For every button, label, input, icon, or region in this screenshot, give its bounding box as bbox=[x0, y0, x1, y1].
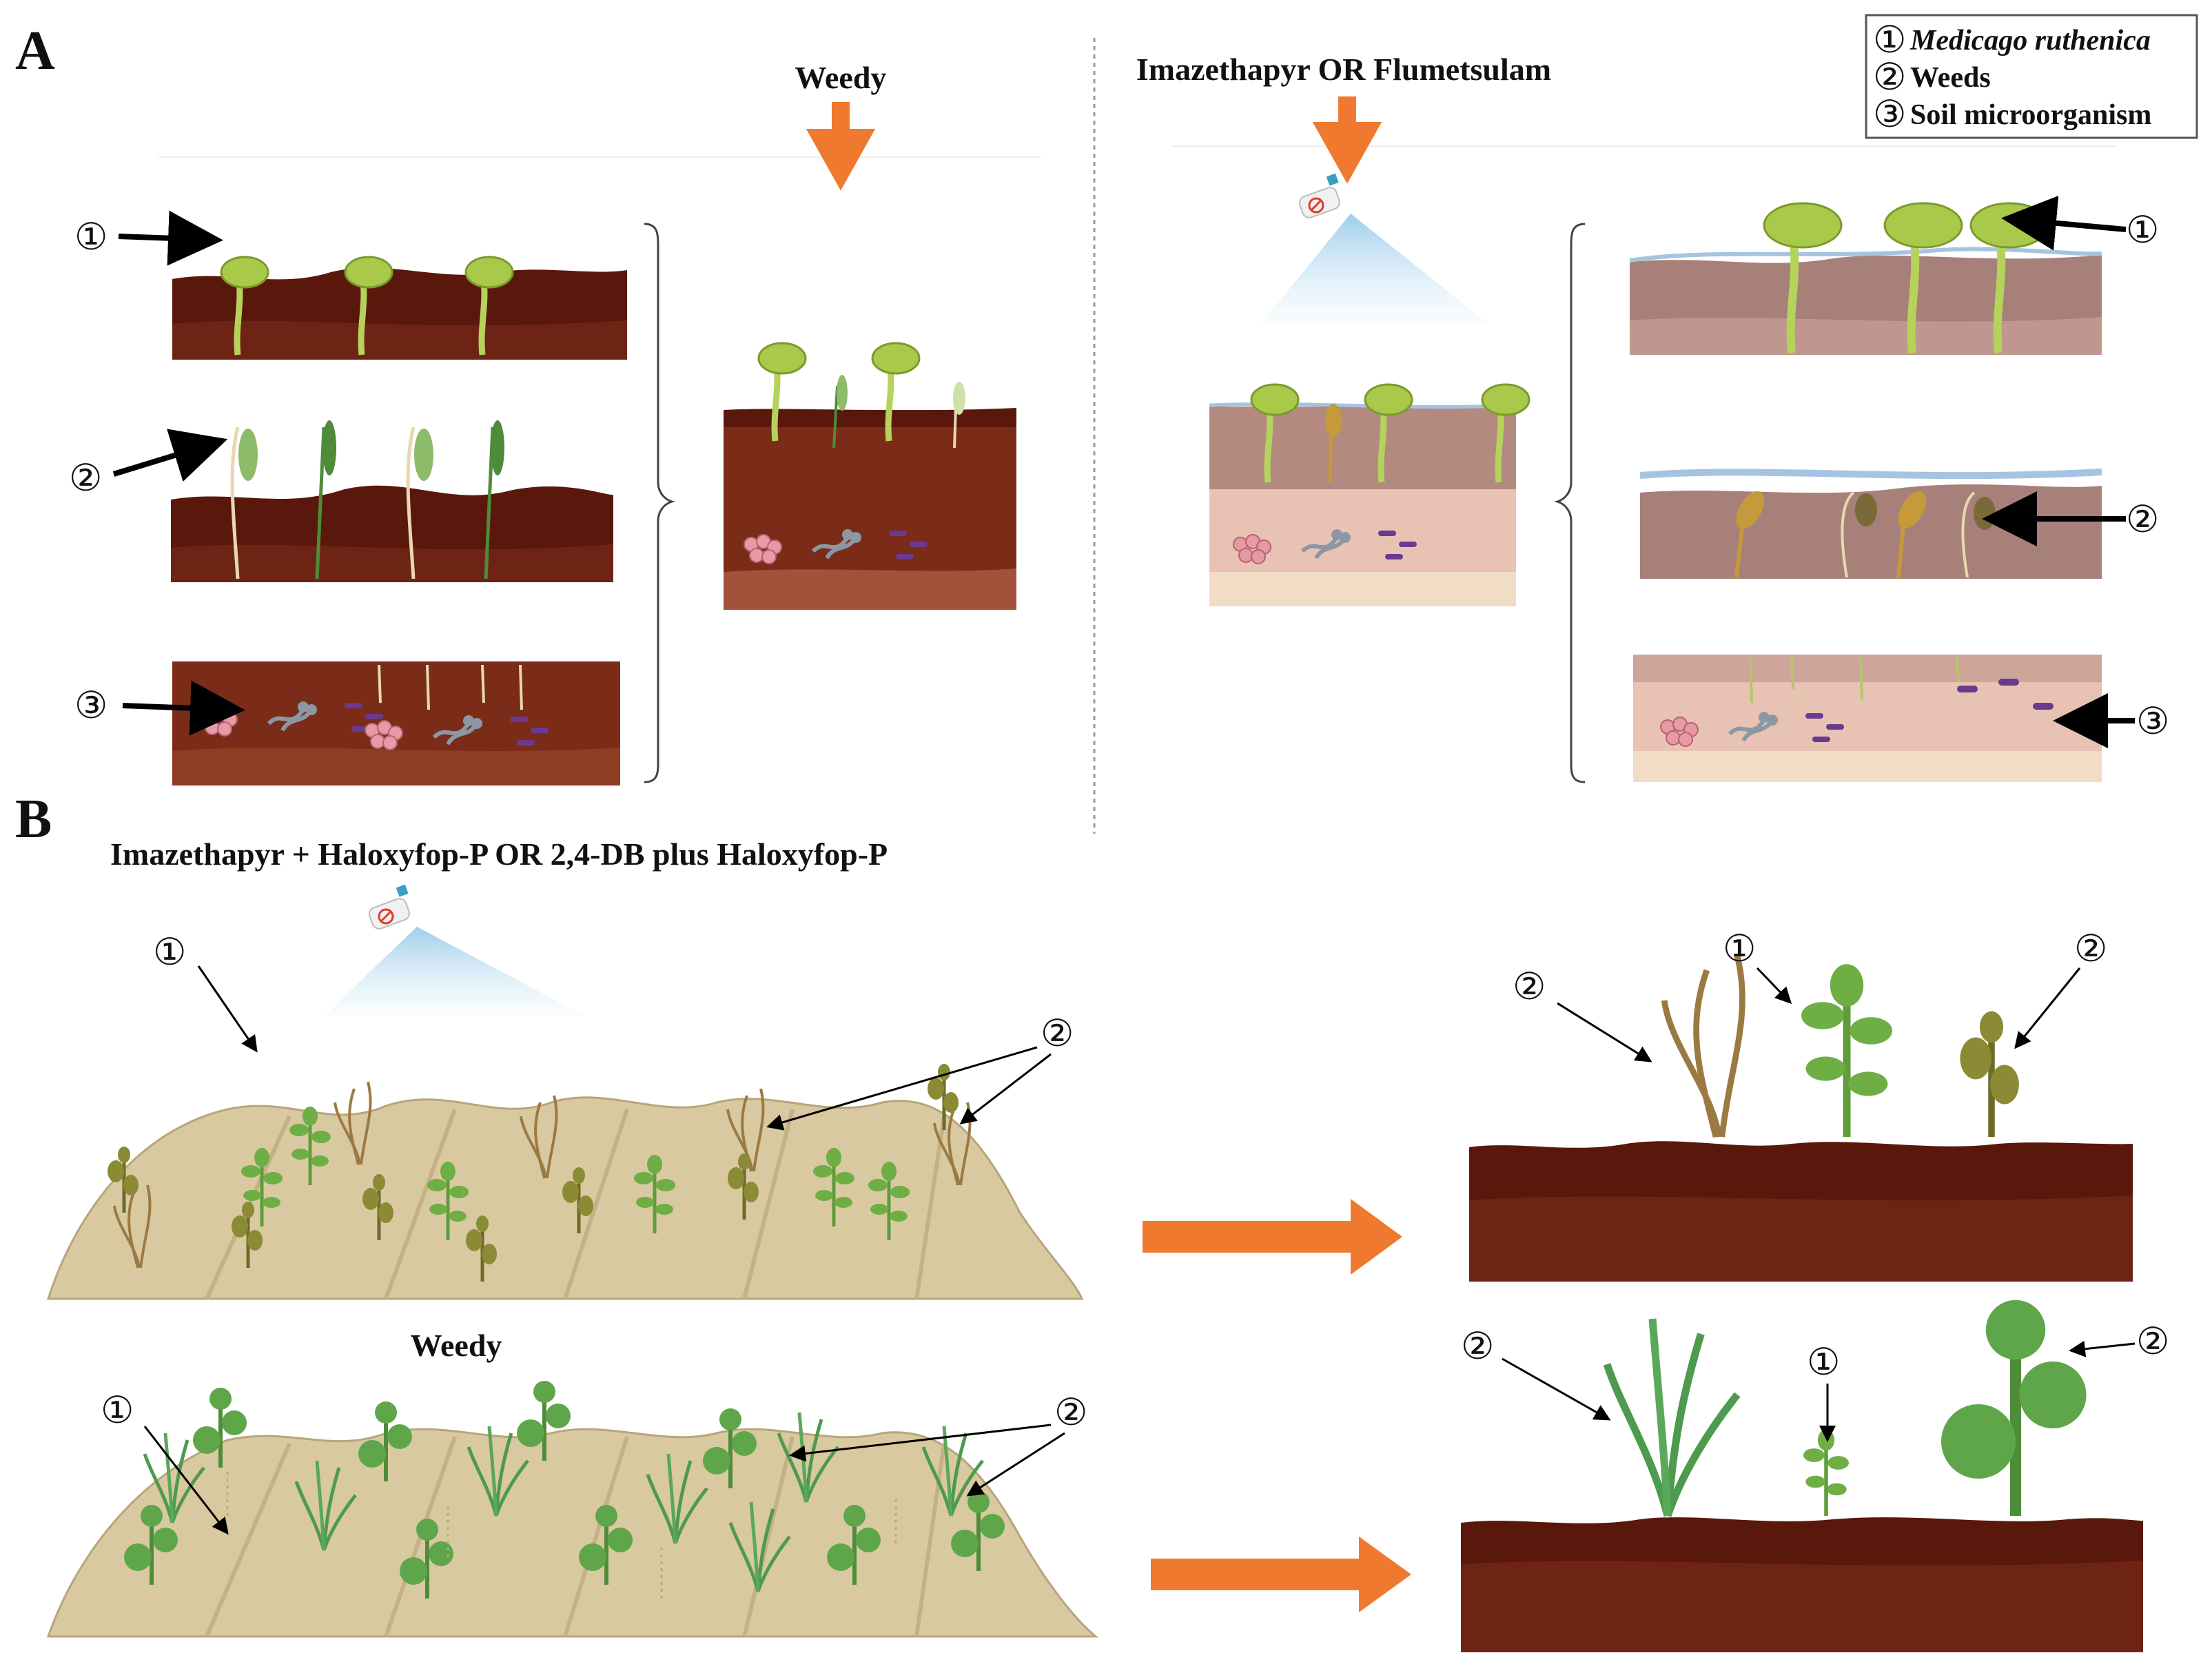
marker-c6: ② bbox=[2136, 1321, 2169, 1362]
legend-text-microorganism: Soil microorganism bbox=[1910, 99, 2151, 131]
marker-c4: ② bbox=[1461, 1326, 1494, 1367]
spray-bottle-b bbox=[324, 883, 586, 1016]
soil-block-treated-seedlings bbox=[1629, 203, 2102, 355]
herbicide-title-a: Imazethapyr OR Flumetsulam bbox=[1136, 52, 1551, 87]
annotation-b-weedy-1: ① bbox=[101, 1390, 229, 1535]
weedy-title-a: Weedy bbox=[795, 60, 887, 95]
annotation-b-treated-1: ① bbox=[153, 932, 258, 1053]
marker-a3: ③ bbox=[74, 685, 107, 726]
marker-a6: ③ bbox=[2136, 701, 2169, 742]
soil-block-treated-microbes bbox=[1633, 655, 2102, 782]
legend-item-microorganism: ③ Soil microorganism bbox=[1873, 94, 2151, 135]
herbicide-title-b: Imazethapyr + Haloxyfop-P OR 2,4-DB plus… bbox=[110, 836, 888, 872]
field-weedy bbox=[46, 1381, 1099, 1638]
marker-c1: ② bbox=[1513, 966, 1546, 1007]
right-arrow-treated bbox=[1143, 1199, 1402, 1275]
down-arrow-weedy bbox=[806, 102, 876, 191]
result-weedy bbox=[1461, 1300, 2143, 1652]
brace-left bbox=[644, 223, 676, 783]
legend-item-medicago: ① Medicago ruthenica bbox=[1873, 19, 2151, 61]
soil-block-weedy-combined bbox=[724, 343, 1016, 610]
legend-marker-1: ① bbox=[1873, 19, 1906, 61]
annotation-a-right-2: ② bbox=[1982, 491, 2159, 546]
annotation-a-left-2: ② bbox=[69, 429, 228, 499]
result-treated bbox=[1469, 955, 2133, 1282]
legend-marker-3: ③ bbox=[1873, 94, 1906, 135]
marker-c5: ① bbox=[1807, 1342, 1840, 1383]
annotation-b-weedy-2: ② bbox=[789, 1392, 1087, 1497]
annotation-a-left-3: ③ bbox=[74, 680, 245, 736]
marker-b3: ① bbox=[101, 1390, 134, 1431]
marker-c2: ① bbox=[1723, 928, 1756, 969]
soil-block-microbes bbox=[172, 661, 620, 785]
soil-block-treated-weeds bbox=[1639, 469, 2102, 579]
marker-c3: ② bbox=[2074, 928, 2107, 969]
weedy-title-b: Weedy bbox=[411, 1328, 502, 1363]
annotation-result-treated: ② ① ② bbox=[1513, 928, 2107, 1062]
legend-text-weeds: Weeds bbox=[1910, 62, 1991, 94]
brace-right bbox=[1553, 223, 1586, 783]
soil-block-weeds bbox=[171, 420, 613, 582]
right-arrow-weedy bbox=[1151, 1537, 1411, 1612]
legend-item-weeds: ② Weeds bbox=[1873, 57, 1991, 98]
soil-block-seedlings bbox=[172, 257, 627, 360]
panel-letter-b: B bbox=[15, 789, 52, 850]
legend-text-medicago: Medicago ruthenica bbox=[1909, 25, 2151, 57]
marker-a1: ① bbox=[74, 216, 107, 258]
legend-marker-2: ② bbox=[1873, 57, 1906, 98]
annotation-a-left-1: ① bbox=[74, 210, 223, 266]
marker-b1: ① bbox=[153, 932, 186, 973]
field-treated bbox=[46, 1064, 1084, 1300]
annotation-a-right-1: ① bbox=[2001, 195, 2159, 251]
panel-letter-a: A bbox=[15, 21, 55, 81]
marker-a5: ② bbox=[2126, 499, 2159, 540]
down-arrow-herbicide bbox=[1312, 96, 1382, 184]
annotation-result-weedy: ② ① ② bbox=[1461, 1321, 2169, 1442]
annotation-a-right-3: ③ bbox=[2053, 693, 2169, 748]
marker-a4: ① bbox=[2126, 209, 2159, 251]
marker-b4: ② bbox=[1054, 1392, 1087, 1433]
spray-bottle-a bbox=[1261, 172, 1488, 324]
marker-a2: ② bbox=[69, 458, 102, 499]
annotation-b-treated-2: ② bbox=[766, 1013, 1074, 1131]
soil-block-treated-combined bbox=[1209, 384, 1529, 606]
marker-b2: ② bbox=[1041, 1013, 1074, 1054]
legend-box bbox=[1865, 14, 2198, 139]
